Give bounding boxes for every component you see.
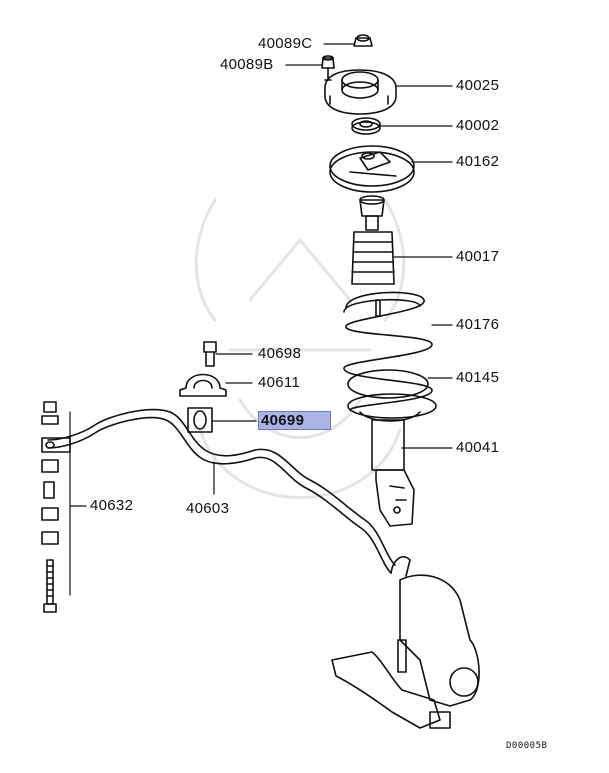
- label-40632[interactable]: 40632: [90, 497, 134, 514]
- label-40603[interactable]: 40603: [186, 500, 230, 517]
- bearing-40002: [351, 117, 381, 135]
- bolt-40698: [203, 341, 217, 367]
- label-40699-highlighted[interactable]: 40699: [258, 411, 332, 430]
- label-40025[interactable]: 40025: [456, 77, 500, 94]
- coil-spring-40176: [343, 291, 433, 411]
- spring-seat-40162: [329, 145, 415, 193]
- dust-boot-40017: [351, 195, 395, 285]
- stabilizer-bar-40603: [47, 408, 411, 577]
- label-40002[interactable]: 40002: [456, 117, 500, 134]
- label-40041[interactable]: 40041: [456, 439, 500, 456]
- label-40611[interactable]: 40611: [258, 374, 301, 391]
- strut-40041: [347, 393, 437, 527]
- watermark-logo: [194, 198, 406, 499]
- label-40162[interactable]: 40162: [456, 153, 500, 170]
- knuckle-and-lower-arm: [331, 574, 480, 729]
- label-40017[interactable]: 40017: [456, 248, 500, 265]
- nut-40089c: [353, 34, 373, 47]
- label-40176[interactable]: 40176: [456, 316, 500, 333]
- leader-lines: [69, 43, 453, 596]
- label-40145[interactable]: 40145: [456, 369, 500, 386]
- bushing-40699: [187, 407, 213, 433]
- label-40089c[interactable]: 40089C: [258, 35, 313, 52]
- label-40089b[interactable]: 40089B: [220, 56, 274, 73]
- strut-mount-40025: [324, 69, 397, 115]
- drawing-code: D00005B: [506, 741, 548, 751]
- label-40698[interactable]: 40698: [258, 345, 302, 362]
- spring-pad-40145: [347, 369, 429, 399]
- nut-40089b: [321, 55, 335, 81]
- bracket-40611: [179, 373, 227, 397]
- stabilizer-link-40632: [41, 401, 71, 613]
